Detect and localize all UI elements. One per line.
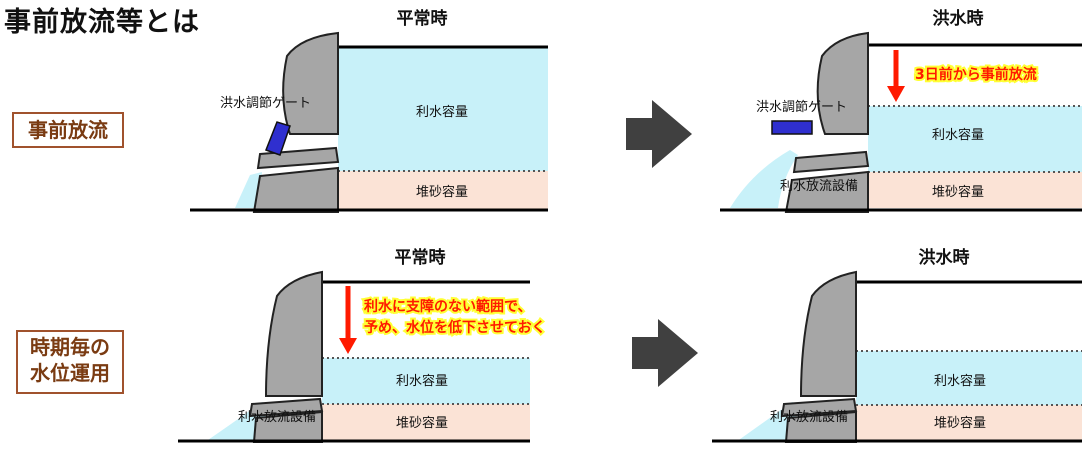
water-label: 利水容量 (396, 373, 448, 389)
water-area (868, 106, 1082, 172)
dam-upper-body (816, 31, 869, 135)
gate-label: 洪水調節ゲート (756, 100, 847, 115)
water-label: 利水容量 (934, 373, 986, 389)
flood-gate-icon (771, 120, 813, 135)
panel-row1-flood: 洪水時 3日前から事前放流 洪水調節ゲート 利水容量 利水放流設備 堆砂容量 (720, 8, 1082, 213)
sediment-label: 堆砂容量 (396, 415, 448, 431)
outlet-block (792, 150, 870, 174)
header-flood: 洪水時 (933, 8, 984, 29)
page-title: 事前放流等とは (4, 7, 200, 38)
panel-row2-normal: 平常時 利水に支障のない範囲で、 予め、水位を低下させておく 利水容量 利水放流… (178, 247, 548, 443)
row-label-line1: 時期毎の (30, 335, 110, 359)
sediment-label: 堆砂容量 (934, 415, 986, 431)
sediment-label: 堆砂容量 (932, 184, 984, 200)
transition-arrow-icon (632, 319, 698, 387)
header-flood: 洪水時 (919, 247, 970, 268)
row-label-seasonal-operation: 時期毎の 水位運用 (16, 330, 124, 394)
transition-arrow-icon (626, 100, 692, 168)
water-area (856, 351, 1082, 405)
drawdown-callout-line2: 予め、水位を低下させておく (364, 319, 546, 336)
panel-row2-flood: 洪水時 利水容量 利水放流設備 堆砂容量 (712, 247, 1082, 443)
sediment-label: 堆砂容量 (416, 184, 468, 200)
drawdown-callout-line1: 利水に支障のない範囲で、 (364, 298, 531, 315)
gate-label: 洪水調節ゲート (220, 96, 311, 111)
header-normal: 平常時 (395, 247, 446, 268)
row-label-prerelease: 事前放流 (12, 112, 124, 148)
header-normal: 平常時 (397, 8, 448, 29)
outflow (730, 150, 798, 208)
dam-base (784, 170, 869, 213)
outlet-label: 利水放流設備 (770, 409, 848, 425)
sediment-area (856, 405, 1082, 440)
water-area (322, 358, 530, 404)
dam-upper-body (282, 31, 339, 135)
prerelease-callout: 3日前から事前放流 (915, 66, 1037, 83)
sediment-area (338, 171, 548, 209)
panel-row1-normal: 平常時 洪水調節ゲート 利水容量 堆砂容量 (190, 8, 548, 213)
row-label-line2: 水位運用 (30, 361, 110, 385)
dam-upper-body (264, 270, 323, 397)
dam-base (252, 166, 339, 213)
water-area (338, 47, 548, 171)
sediment-area (322, 404, 530, 440)
water-label: 利水容量 (932, 127, 984, 143)
outlet-label: 利水放流設備 (238, 409, 316, 425)
outlet-label: 利水放流設備 (780, 178, 858, 194)
dam-upper-body (799, 270, 857, 397)
sediment-area (868, 172, 1082, 208)
flood-gate-icon (265, 121, 291, 156)
water-label: 利水容量 (416, 104, 468, 120)
